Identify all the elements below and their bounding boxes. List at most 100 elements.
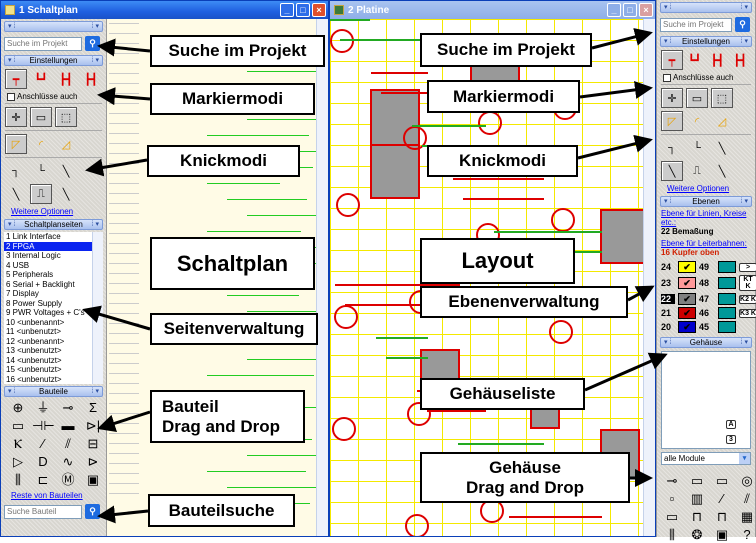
layer-swatch[interactable] (718, 293, 736, 305)
help-icon[interactable]: ? (743, 527, 751, 542)
buffer-icon[interactable]: ▷ (13, 454, 23, 469)
angle-arc2-icon[interactable]: ◿ (717, 115, 727, 128)
motor-icon[interactable]: Ⓜ (61, 472, 75, 487)
lamp-icon[interactable]: ⊕ (12, 400, 24, 415)
binoculars-icon[interactable]: ⚲ (85, 36, 100, 51)
schematic-scrollbar[interactable] (316, 19, 328, 536)
page-item[interactable]: 4 USB (6, 260, 30, 270)
page-item[interactable]: 11 <unbenutzt> (6, 327, 62, 336)
pcb-scrollbar[interactable] (643, 19, 655, 536)
page-item[interactable]: 3 Internal Logic (6, 251, 61, 260)
close-button[interactable]: × (639, 3, 653, 17)
pages-scrollbar[interactable] (92, 232, 103, 384)
ground-icon[interactable]: ⏚ (36, 400, 50, 415)
package-list[interactable]: A 3 (661, 351, 751, 449)
bend-90-icon[interactable]: ┐ (668, 142, 676, 154)
line-layer-link[interactable]: Ebene für Linien, Kreise etc.: (661, 209, 747, 227)
close-button[interactable]: × (312, 3, 326, 17)
bend-direct-icon[interactable]: ╲ (718, 165, 726, 178)
dip-icon[interactable]: ⊓ (691, 509, 703, 524)
resistor-icon[interactable]: ▭ (11, 418, 25, 433)
package-badge-a[interactable]: A (726, 420, 736, 429)
page-item[interactable]: 15 <unbenutzt> (6, 365, 62, 374)
package-badge-3[interactable]: 3 (726, 435, 736, 444)
mark-mode-3-icon[interactable]: ┣┫ (59, 73, 73, 86)
clock-icon[interactable]: ∿ (62, 454, 74, 469)
sidebar-collapse-bar[interactable] (660, 2, 752, 13)
diode-icon[interactable]: ⊳| (85, 418, 101, 433)
connector-icon[interactable]: ⊸ (62, 400, 74, 415)
crosshair-cursor-icon[interactable]: ✛ (661, 88, 683, 108)
pages-header[interactable]: Schaltplanseiten (4, 219, 103, 230)
resistor-smd-icon[interactable]: ▭ (715, 473, 729, 488)
layer-button[interactable]: K2 K (739, 294, 756, 304)
area-select-icon[interactable]: ⬚ (55, 107, 77, 127)
rest-parts-link[interactable]: Reste von Bauteilen (11, 491, 83, 500)
switch-icon[interactable]: ⁄ (41, 436, 45, 451)
angle-arc2-icon[interactable]: ◿ (61, 138, 71, 151)
fuse-icon[interactable]: ▬ (61, 418, 75, 433)
layer-swatch[interactable]: ✔ (678, 277, 696, 289)
module-select[interactable]: alle Module▾ (661, 452, 751, 465)
bend-90b-icon[interactable]: └ (37, 165, 45, 177)
more-options-link[interactable]: Weitere Optionen (11, 207, 74, 216)
settings-header[interactable]: Einstellungen (4, 55, 103, 66)
layer-swatch[interactable] (718, 321, 736, 333)
angle-45-icon[interactable]: ◸ (661, 111, 683, 131)
layer-button[interactable]: KT K (739, 275, 756, 291)
connector-icon[interactable]: ⊸ (666, 473, 678, 488)
packages-header[interactable]: Gehäuse (660, 337, 752, 348)
schematic-titlebar[interactable]: 1 Schaltplan _ □ × (1, 1, 328, 19)
maximize-button[interactable]: □ (623, 3, 637, 17)
page-item[interactable]: 6 Serial + Backlight (6, 279, 75, 289)
bend-direct-icon[interactable]: ╲ (62, 188, 70, 201)
layer-swatch[interactable] (718, 261, 736, 273)
page-item[interactable]: 5 Peripherals (6, 270, 54, 279)
maximize-button[interactable]: □ (296, 3, 310, 17)
display-icon[interactable]: ▣ (715, 527, 729, 542)
layer-button[interactable]: > (739, 262, 756, 272)
settings-header[interactable]: Einstellungen (660, 36, 752, 47)
led-icon[interactable]: ⊳ (87, 454, 99, 469)
binoculars-icon[interactable]: ⚲ (85, 504, 100, 519)
layer-button[interactable]: K3 K (739, 308, 756, 318)
round-socket-icon[interactable]: ❂ (691, 527, 703, 542)
crystal-icon[interactable]: ⫼ (15, 472, 21, 487)
round-pad-icon[interactable]: ◎ (741, 473, 753, 488)
to220-icon[interactable]: ▥ (690, 491, 704, 506)
bend-90b-icon[interactable]: └ (693, 142, 701, 154)
mark-mode-3-icon[interactable]: ┣┫ (710, 54, 724, 67)
smd-rect-icon[interactable]: ▭ (690, 473, 704, 488)
bend-45b-icon[interactable]: ╲ (661, 161, 683, 181)
mark-mode-1-icon[interactable]: ┯ (661, 50, 683, 70)
crosshair-cursor-icon[interactable]: ✛ (5, 107, 27, 127)
minimize-button[interactable]: _ (280, 3, 294, 17)
move-part-icon[interactable]: ▭ (686, 88, 708, 108)
capacitor-icon[interactable]: ⊣⊢ (32, 418, 55, 433)
relay-icon[interactable]: ⫽ (744, 491, 750, 506)
track-layer-link[interactable]: Ebene für Leiterbahnen: (661, 239, 747, 248)
layer-swatch[interactable] (718, 307, 736, 319)
display-icon[interactable]: ▣ (86, 472, 100, 487)
page-item[interactable]: 9 PWR Voltages + C's (6, 308, 85, 317)
more-options-link[interactable]: Weitere Optionen (667, 184, 730, 193)
resistor-icon[interactable]: ▭ (665, 509, 679, 524)
bend-90-icon[interactable]: ┐ (12, 165, 20, 177)
angle-arc-icon[interactable]: ◜ (694, 115, 700, 128)
layer-swatch[interactable]: ✔ (678, 321, 696, 333)
page-item[interactable]: 1 Link Interface (6, 232, 61, 241)
bend-45-icon[interactable]: ╲ (718, 142, 726, 155)
mark-mode-4-icon[interactable]: ┣┫ (733, 54, 747, 67)
part-search-input[interactable] (4, 504, 82, 519)
minimize-button[interactable]: _ (607, 3, 621, 17)
relay-icon[interactable]: ⫽ (65, 436, 71, 451)
smd-small-icon[interactable]: ▫ (669, 491, 675, 506)
mark-mode-2-icon[interactable]: ┗┛ (688, 54, 702, 67)
page-item[interactable]: 13 <unbenutzt> (6, 346, 62, 355)
mark-mode-4-icon[interactable]: ┣┫ (84, 73, 98, 86)
cell-icon[interactable]: ⊟ (87, 436, 99, 451)
page-item[interactable]: 10 <unbenannt> (6, 317, 65, 327)
layer-swatch[interactable]: ✔ (678, 293, 696, 305)
mark-mode-2-icon[interactable]: ┗┛ (34, 73, 48, 86)
project-search-input[interactable] (4, 36, 82, 51)
